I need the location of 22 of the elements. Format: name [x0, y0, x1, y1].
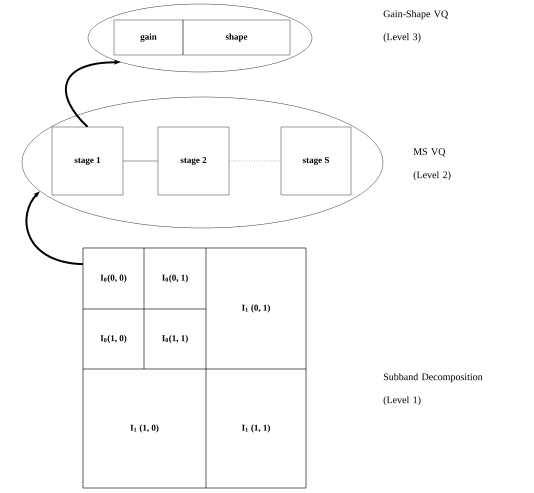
connector: [228, 160, 282, 162]
level-label: (Level 1): [384, 396, 421, 406]
vq-stage-box: stage S: [280, 126, 352, 196]
level-label: MS VQ: [414, 148, 446, 156]
subband-cell: I$_{0}$(0, 1): [144, 248, 206, 310]
subband-cell: I$_{0}$(0, 0): [82, 248, 144, 310]
level-label: Subband Decomposition: [384, 373, 482, 382]
subband-cell: I$_{1}$ (1, 0): [82, 368, 206, 488]
codebook-field: shape: [182, 20, 290, 56]
subband-cell: I$_{1}$ (0, 1): [206, 248, 306, 370]
level-label: (Level 2): [414, 171, 451, 180]
level-label: (Level 3): [384, 33, 421, 42]
vq-stage-box: stage 2: [158, 126, 230, 196]
level-label: Gain-Shape VQ: [384, 10, 448, 20]
connector: [123, 160, 158, 162]
level-ellipse: [88, 4, 312, 72]
subband-cell: I$_{1}$ (1, 1): [206, 368, 306, 488]
codebook-field: gain: [114, 20, 184, 56]
level-ellipse: [22, 96, 384, 228]
subband-cell: I$_{0}$(1, 1): [144, 308, 206, 370]
subband-cell: I$_{0}$(1, 0): [82, 308, 144, 370]
vq-stage-box: stage 1: [52, 126, 124, 196]
